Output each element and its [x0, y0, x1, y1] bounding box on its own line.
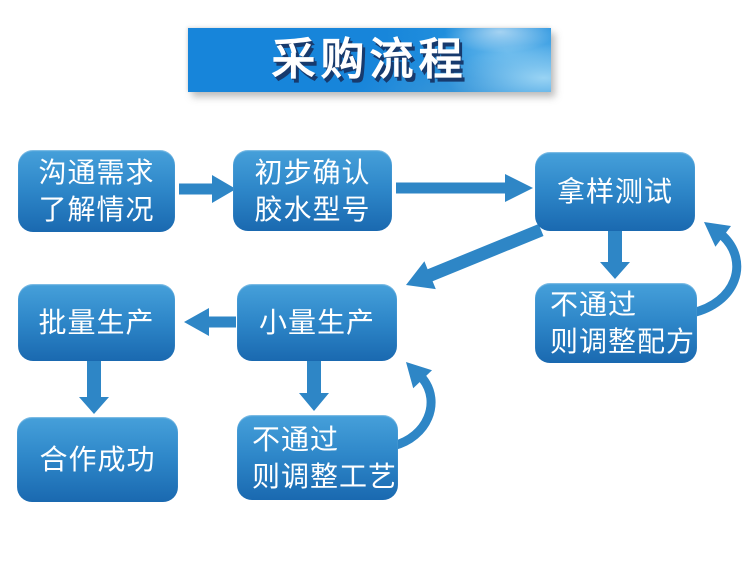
arrowhead-adjust-process-to-small-production	[406, 362, 432, 389]
arrow-right-communicate-to-confirm	[179, 175, 236, 203]
arrow-curved-adjust-process-to-small-production	[388, 374, 436, 451]
arrow-down-sample-to-adjust-formula	[600, 231, 630, 279]
node-label-line: 初步确认	[254, 156, 371, 188]
node-label-line: 了解情况	[38, 194, 155, 225]
node-confirm-glue-model: 初步确认 胶水型号	[233, 150, 392, 231]
arrow-curved-adjust-formula-to-sample	[687, 231, 742, 318]
node-label-line: 小量生产	[258, 307, 375, 338]
node-cooperation-success: 合作成功	[17, 417, 178, 502]
node-label-line: 不通过	[252, 423, 340, 455]
node-label-line: 批量生产	[38, 307, 155, 338]
node-sample-test: 拿样测试	[535, 152, 695, 231]
node-label-line: 沟通需求	[38, 157, 155, 188]
node-small-production: 小量生产	[237, 284, 397, 361]
node-label-line: 不通过	[550, 289, 638, 320]
node-mass-production: 批量生产	[18, 284, 175, 361]
node-label-line: 则调整配方	[550, 326, 696, 357]
node-label-line: 则调整工艺	[252, 460, 398, 492]
node-label-line: 合作成功	[39, 444, 156, 475]
node-label-line: 拿样测试	[556, 176, 673, 207]
arrow-diagonal-sample-to-small-production	[406, 224, 544, 290]
arrow-down-mass-production-to-success	[79, 361, 109, 414]
node-adjust-formula: 不通过 则调整配方	[535, 283, 697, 363]
node-communicate-needs: 沟通需求 了解情况	[18, 150, 175, 232]
node-label-line: 胶水型号	[254, 193, 371, 225]
arrow-down-small-production-to-adjust-process	[299, 361, 329, 411]
node-adjust-process: 不通过 则调整工艺	[237, 415, 398, 500]
page-title: 采购流程	[271, 35, 468, 84]
arrow-right-confirm-to-sample	[396, 174, 533, 202]
arrow-left-small-to-mass-production	[184, 308, 236, 336]
arrowhead-adjust-formula-to-sample	[704, 222, 731, 247]
title-banner: 采购流程	[188, 28, 551, 92]
